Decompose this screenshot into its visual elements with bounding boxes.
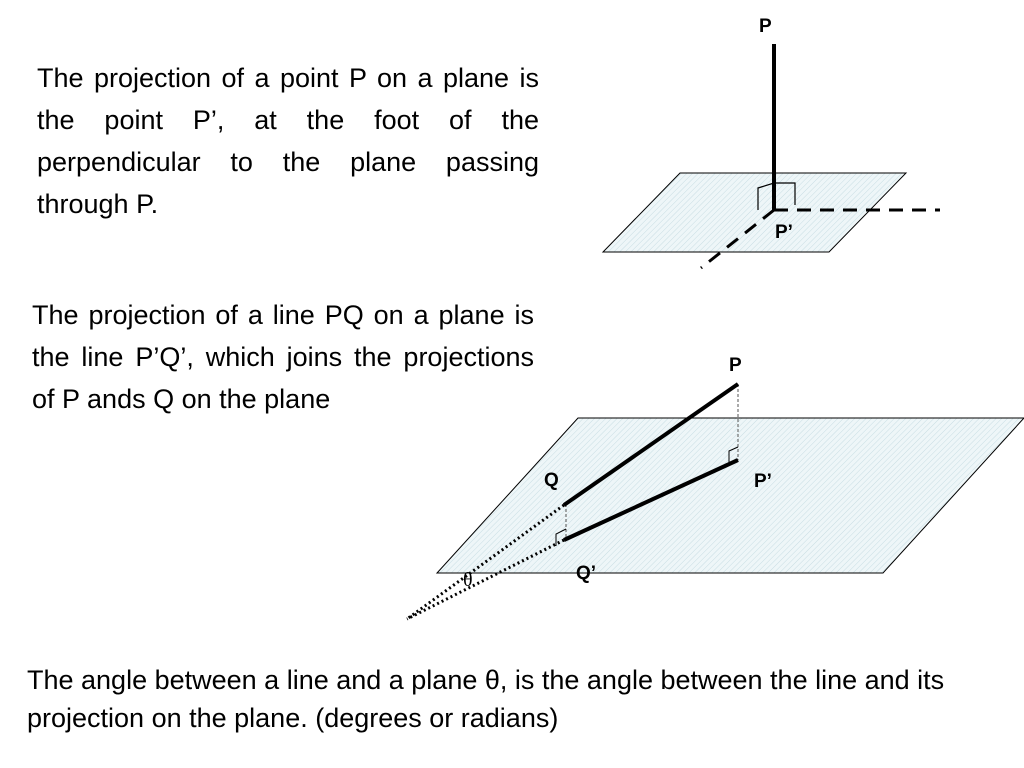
label-p-prime-1: P’ xyxy=(775,222,793,243)
dotted-extension-pq xyxy=(406,503,565,621)
line-projection-diagram: P Q P’ Q’ θ xyxy=(406,355,1024,621)
point-projection-text: The projection of a point P on a plane i… xyxy=(37,63,539,219)
right-angle-marker-p xyxy=(728,446,739,462)
label-p-2: P xyxy=(729,355,742,376)
right-angle-marker-1 xyxy=(757,182,796,210)
label-q-prime: Q’ xyxy=(576,563,596,584)
plane-1 xyxy=(601,172,908,253)
point-projection-diagram: P P’ xyxy=(601,16,940,270)
label-p-prime-2: P’ xyxy=(754,471,772,492)
angle-definition-text: The angle between a line and a plane θ, … xyxy=(27,665,945,733)
dashed-axis-front xyxy=(700,208,775,270)
dotted-extension-projection xyxy=(406,538,565,621)
line-projection-text: The projection of a line PQ on a plane i… xyxy=(32,300,534,414)
plane-2 xyxy=(435,417,1024,574)
line-pq xyxy=(562,382,740,507)
label-q: Q xyxy=(544,470,559,491)
right-angle-marker-q xyxy=(555,528,567,546)
label-theta: θ xyxy=(463,569,473,591)
line-p-prime-q-prime xyxy=(563,458,739,542)
label-p-1: P xyxy=(759,16,772,37)
